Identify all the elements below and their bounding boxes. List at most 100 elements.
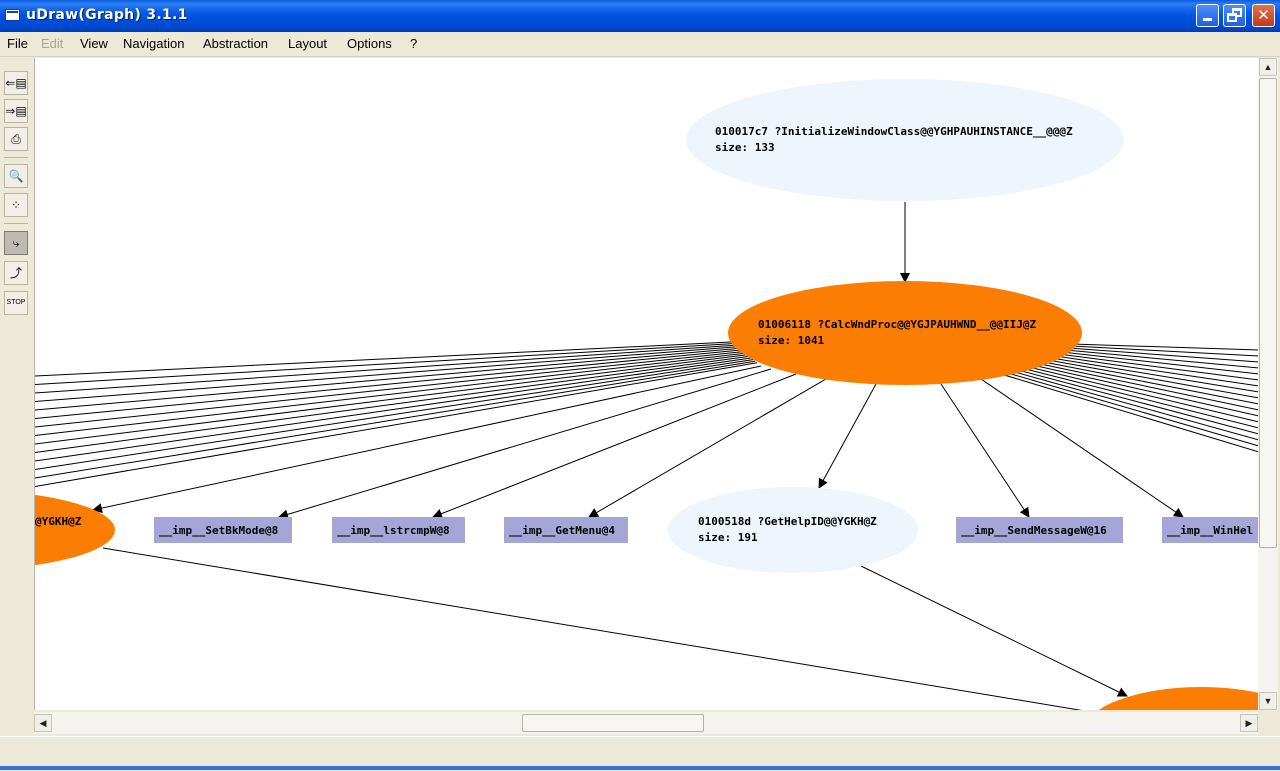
node-label: 0100518d ?GetHelpID@@YGKH@Z [698, 515, 877, 528]
edge [818, 383, 877, 489]
zoom-icon[interactable]: 🔍 [4, 164, 28, 188]
close-button[interactable]: ✕ [1252, 4, 1275, 27]
edge [35, 349, 742, 419]
edge [940, 383, 1030, 518]
restore-back-icon [1232, 8, 1242, 17]
title-bar: uDraw(Graph) 3.1.1 ✕ [0, 0, 1280, 32]
edge [1002, 374, 1259, 453]
edge [1018, 366, 1259, 429]
edge [1006, 372, 1259, 447]
menu-layout[interactable]: Layout [288, 36, 328, 51]
menu-options[interactable]: Options [347, 36, 392, 51]
save-icon[interactable]: ⇒▤ [4, 99, 28, 123]
node-imp-getmenu[interactable]: __imp__GetMenu@4 [504, 517, 628, 543]
edge [35, 355, 750, 453]
edge-group-left [35, 341, 758, 487]
node-size: size: 1041 [758, 334, 825, 347]
maximize-button[interactable] [1223, 4, 1246, 27]
edge [35, 360, 756, 479]
overview-icon[interactable]: ⁘ [4, 193, 28, 217]
edge [1070, 343, 1259, 351]
print-icon[interactable]: ⎙ [4, 127, 28, 151]
edge [35, 346, 738, 402]
node-label: __imp__SendMessageW@16 [961, 524, 1107, 537]
edge [35, 351, 744, 428]
edge [1030, 361, 1259, 411]
menu-edit[interactable]: Edit [41, 36, 64, 51]
node-imp-sendmessagew[interactable]: __imp__SendMessageW@16 [956, 517, 1123, 543]
close-icon: ✕ [1257, 6, 1270, 24]
layout-tool-icon[interactable]: ⤷ [4, 231, 28, 255]
edge [35, 357, 752, 462]
edge [1026, 363, 1259, 417]
edge [980, 378, 1184, 518]
node-left-partial[interactable]: @YGKH@Z [35, 490, 115, 570]
edge [432, 373, 797, 519]
vertical-scrollbar[interactable]: ▲ ▼ [1258, 58, 1278, 710]
incremental-layout-icon[interactable]: ⤴ [4, 261, 28, 285]
edge [1022, 365, 1259, 423]
scroll-up-button[interactable]: ▲ [1259, 58, 1277, 76]
node-label: @YGKH@Z [35, 515, 82, 528]
edge [1046, 354, 1259, 387]
horizontal-scroll-thumb[interactable] [522, 714, 704, 732]
horizontal-scrollbar[interactable]: ◀ ▶ [34, 712, 1258, 734]
node-label: 010017c7 ?InitializeWindowClass@@YGHPAUH… [715, 125, 1073, 138]
edge [1038, 357, 1259, 399]
edge [1058, 348, 1259, 369]
edge [1066, 345, 1259, 357]
edge [102, 547, 1083, 710]
node-label: __imp__GetMenu@4 [509, 524, 615, 537]
minimize-button[interactable] [1196, 4, 1219, 27]
node-imp-lstrcmpw[interactable]: __imp__lstrcmpW@8 [332, 517, 465, 543]
scroll-right-button[interactable]: ▶ [1240, 714, 1258, 732]
edge [1034, 359, 1259, 405]
toolbar-separator [4, 157, 28, 158]
node-size: size: 133 [715, 141, 775, 154]
load-icon[interactable]: ⇐▤ [4, 71, 28, 95]
stop-icon[interactable]: STOP [4, 291, 28, 315]
edge [860, 565, 1128, 697]
toolbar-separator [4, 223, 28, 224]
edge [1054, 350, 1259, 375]
node-imp-setbkmode[interactable]: __imp__SetBkMode@8 [154, 517, 292, 543]
node-calc-wnd-proc[interactable]: 01006118 ?CalcWndProc@@YGJPAUHWND__@@IIJ… [728, 281, 1082, 385]
node-imp-winhelp[interactable]: __imp__WinHel [1162, 517, 1259, 543]
menu-help[interactable]: ? [410, 36, 418, 51]
edge [1010, 370, 1259, 441]
edge [35, 343, 734, 385]
maximize-icon [1227, 13, 1237, 22]
node-initialize-window-class[interactable]: 010017c7 ?InitializeWindowClass@@YGHPAUH… [686, 79, 1124, 201]
edge [92, 365, 762, 513]
node-label: __imp__SetBkMode@8 [159, 524, 278, 537]
node-bottom-partial[interactable] [1081, 687, 1259, 710]
app-icon [5, 9, 20, 21]
vertical-scroll-thumb[interactable] [1259, 78, 1277, 548]
edge [1050, 352, 1259, 381]
menu-view[interactable]: View [80, 36, 108, 51]
window-title: uDraw(Graph) 3.1.1 [26, 7, 188, 23]
edge [35, 352, 746, 436]
scroll-down-button[interactable]: ▼ [1259, 692, 1277, 710]
edge [35, 341, 732, 377]
node-label: __imp__WinHel [1167, 524, 1253, 537]
edge [588, 378, 827, 518]
node-label: __imp__lstrcmpW@8 [337, 524, 450, 537]
menu-navigation[interactable]: Navigation [123, 36, 185, 51]
menu-abstraction[interactable]: Abstraction [203, 36, 269, 51]
menu-file[interactable]: File [7, 36, 28, 51]
left-toolbar: ⇐▤ ⇒▤ ⎙ 🔍 ⁘ ⤷ ⤴ STOP [0, 57, 34, 737]
edge [1042, 356, 1259, 393]
node-get-help-id[interactable]: 0100518d ?GetHelpID@@YGKH@Z size: 191 [668, 487, 918, 573]
scroll-left-button[interactable]: ◀ [34, 714, 52, 732]
edge [278, 368, 772, 520]
graph-svg[interactable]: 010017c7 ?InitializeWindowClass@@YGHPAUH… [35, 58, 1259, 710]
edge-group [92, 202, 1184, 710]
edge [1062, 347, 1259, 363]
menu-bar: File Edit View Navigation Abstraction La… [0, 32, 1280, 57]
graph-canvas[interactable]: 010017c7 ?InitializeWindowClass@@YGHPAUH… [34, 58, 1259, 710]
edge [35, 354, 748, 445]
scrollbar-corner [1258, 712, 1278, 734]
edge [35, 362, 758, 487]
node-size: size: 191 [698, 531, 758, 544]
